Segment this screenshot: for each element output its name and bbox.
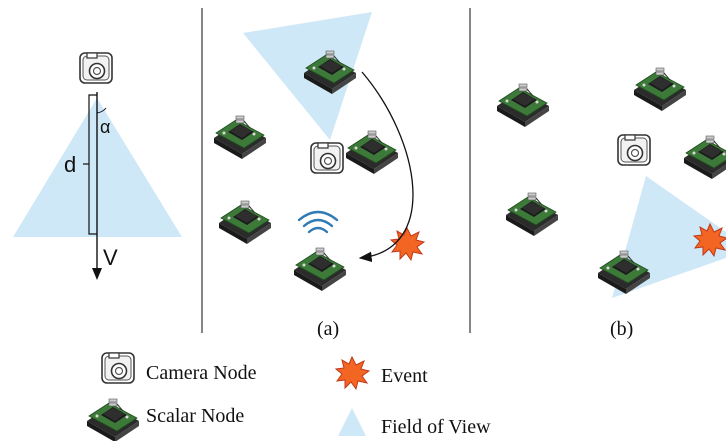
panel-a-label: (a): [317, 318, 339, 340]
legend-scalar-node-label: Scalar Node: [146, 405, 244, 427]
legend-event-star-icon: [335, 356, 370, 390]
angle-arc: [96, 107, 107, 114]
camera-node-icon: [310, 142, 344, 174]
legend-field-of-view-icon: [338, 408, 366, 436]
legend-scalar-node-icon: [86, 398, 140, 441]
event-star-icon: [390, 227, 425, 261]
vector-symbol: V: [103, 245, 118, 270]
scalar-node-icon: [496, 83, 550, 128]
scalar-node-icon: [218, 200, 272, 245]
view-axis-arrowhead: [92, 268, 102, 280]
alpha-symbol: α: [100, 117, 110, 137]
legend-event-label: Event: [381, 365, 428, 387]
camera-node-icon: [617, 134, 651, 166]
legend-camera-node-label: Camera Node: [146, 362, 257, 384]
notification-arrow: [358, 71, 414, 262]
legend-camera-node-icon: [101, 352, 135, 384]
camera-node-icon: [79, 52, 113, 84]
legend-field-of-view-label: Field of View: [381, 416, 491, 438]
scalar-node-icon: [345, 130, 399, 175]
scalar-node-icon: [683, 135, 726, 180]
scalar-node-icon: [293, 247, 347, 292]
scalar-node-icon: [213, 115, 267, 160]
distance-symbol: d: [64, 152, 76, 177]
scalar-node-icon: [505, 192, 559, 237]
panel-b-label: (b): [610, 318, 633, 340]
scalar-node-icon: [633, 67, 687, 112]
wireless-signal-icon: [297, 210, 339, 234]
